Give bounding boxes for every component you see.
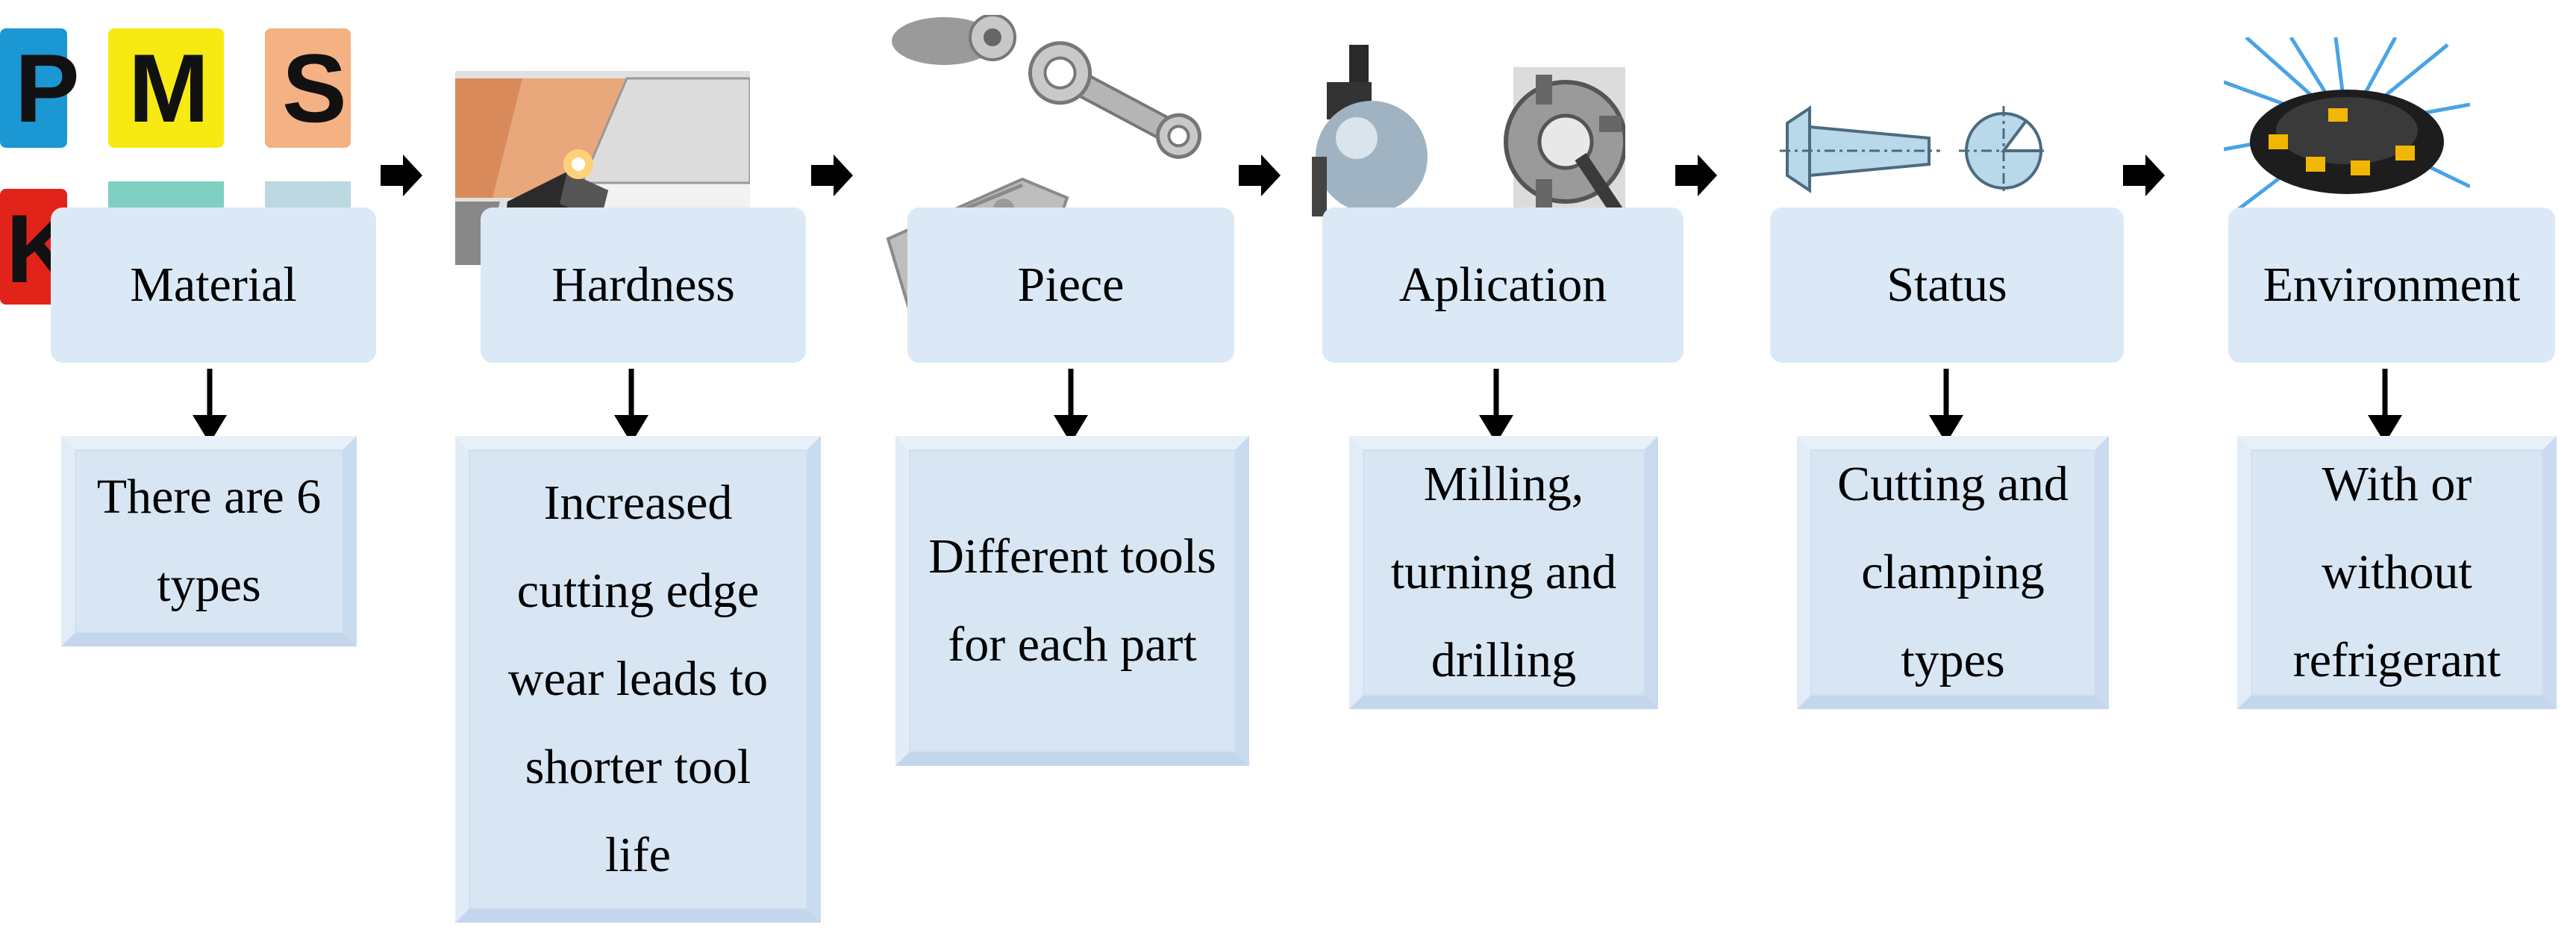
iso-s-tile: [265, 28, 351, 148]
description-line: shorter tool: [525, 740, 751, 794]
description-line: Milling,: [1423, 457, 1584, 511]
description-line: With or: [2322, 457, 2472, 511]
description-environment: With or without refrigerant: [2237, 436, 2557, 709]
description-line: clamping: [1861, 545, 2045, 599]
header-piece: Piece: [907, 208, 1234, 363]
header-aplication: Aplication: [1322, 208, 1684, 363]
milling-tools-image: [1312, 45, 1625, 231]
down-arrow-icon: [2368, 369, 2402, 443]
right-arrow-icon: [1675, 155, 1717, 196]
header-status: Status: [1770, 208, 2124, 363]
clamping-profile-image: [1780, 93, 2048, 205]
description-line: Different tools: [928, 529, 1216, 584]
header-material: Material: [51, 208, 376, 363]
description-line: turning and: [1390, 545, 1617, 599]
header-label: Status: [1886, 258, 2007, 312]
down-arrow-icon: [1929, 369, 1963, 443]
description-line: cutting edge: [516, 564, 760, 618]
down-arrow-icon: [614, 369, 648, 443]
description-line: There are 6: [96, 470, 322, 524]
iso-p-tile: [0, 28, 67, 148]
description-line: life: [605, 828, 671, 882]
description-line: refrigerant: [2292, 633, 2501, 687]
description-aplication: Milling, turning and drilling: [1349, 436, 1658, 709]
iso-m-letter: M: [128, 34, 209, 143]
coolant-milling-cutter-image: [2224, 37, 2470, 209]
iso-p-letter: P: [15, 34, 80, 143]
description-text: There are 6 types: [75, 453, 343, 629]
right-arrow-icon: [381, 155, 422, 196]
down-arrow-icon: [1479, 369, 1513, 443]
description-hardness: Increased cutting edge wear leads to sho…: [455, 436, 821, 923]
header-label: Environment: [2263, 258, 2521, 312]
header-label: Piece: [1017, 258, 1125, 312]
right-arrow-icon: [2123, 155, 2165, 196]
header-label: Material: [130, 258, 297, 312]
description-text: Milling, turning and drilling: [1363, 440, 1645, 705]
down-arrow-icon: [193, 369, 227, 443]
description-line: types: [157, 558, 261, 612]
description-piece: Different tools for each part: [895, 436, 1249, 766]
description-text: Cutting and clamping types: [1810, 440, 2095, 705]
iso-m-tile: [108, 28, 224, 148]
description-line: for each part: [948, 617, 1197, 672]
description-line: wear leads to: [507, 652, 769, 706]
description-material: There are 6 types: [61, 436, 357, 646]
description-line: Cutting and: [1837, 457, 2069, 511]
description-text: Different tools for each part: [909, 513, 1236, 689]
description-line: types: [1901, 633, 2005, 687]
clamping-profile-icon: [1780, 105, 2048, 196]
header-label: Hardness: [551, 258, 735, 312]
down-arrow-icon: [1054, 369, 1088, 443]
right-arrow-icon: [811, 155, 853, 196]
description-line: Increased: [543, 475, 733, 530]
description-status: Cutting and clamping types: [1797, 436, 2109, 709]
milling-tools-icon: [1312, 45, 1625, 231]
iso-s-letter: S: [282, 34, 347, 143]
coolant-cutter-icon: [2224, 37, 2470, 209]
header-label: Aplication: [1398, 258, 1607, 312]
header-environment: Environment: [2228, 208, 2555, 363]
header-hardness: Hardness: [481, 208, 806, 363]
description-line: drilling: [1431, 633, 1577, 687]
right-arrow-icon: [1239, 155, 1281, 196]
description-text: Increased cutting edge wear leads to sho…: [469, 459, 807, 899]
description-line: without: [2322, 545, 2472, 599]
description-text: With or without refrigerant: [2251, 440, 2543, 705]
iso-k-tile: [0, 189, 67, 305]
